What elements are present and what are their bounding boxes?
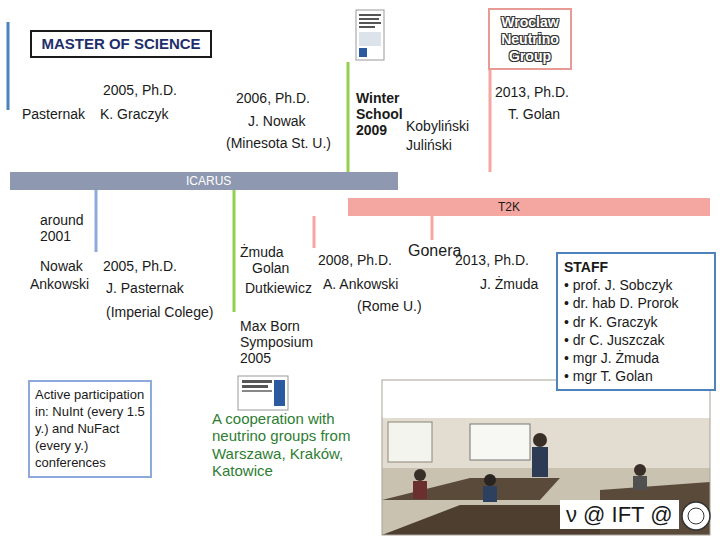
timeline-label: (Rome U.) [357,298,422,314]
timeline-label: Winter School 2009 [356,90,414,138]
timeline-label: Dutkiewicz [245,280,312,296]
timeline-label: Juliński [406,137,452,153]
timeline-label: J. Pasternak [106,280,184,296]
timeline-label: Gonera [408,242,461,260]
box-text: Active participation in: NuInt (every 1.… [35,387,145,471]
seminar-photo [382,380,710,535]
box-text: ICARUS [186,172,398,190]
box-text: T2K [498,198,710,216]
timeline-label: A. Ankowski [323,276,398,292]
timeline-label: 2013, Ph.D. [455,252,529,268]
staff-box: STAFF• prof. J. Sobczyk• dr. hab D. Pror… [556,252,716,391]
timeline-label: 2008, Ph.D. [318,252,392,268]
box-text: • mgr J. Żmuda [564,349,708,367]
timeline-label: Max Born Symposium 2005 [240,318,336,366]
box-text: • mgr T. Golan [564,367,708,385]
timeline-label: Ankowski [30,276,89,292]
timeline-label: Golan [252,260,289,276]
box-text: Wroclaw Neutrino Group [493,14,567,64]
box-text: MASTER OF SCIENCE [36,32,206,56]
university-logo [682,502,710,530]
book-cover [356,10,384,60]
timeline-ticks [8,22,490,312]
experiment-band: ICARUS [10,172,398,190]
note-box: Active participation in: NuInt (every 1.… [28,380,152,478]
timeline-label: T. Golan [508,106,560,122]
timeline-label: 2006, Ph.D. [236,90,310,106]
timeline-label: (Minesota St. U.) [226,135,331,151]
box-text: • prof. J. Sobczyk [564,276,708,294]
group-title-box: Wroclaw Neutrino Group [488,8,572,70]
box-text: • dr. hab D. Prorok [564,294,708,312]
box-text: • dr C. Juszczak [564,331,708,349]
timeline-label: 2005, Ph.D. [103,258,177,274]
timeline-label: Żmuda [240,244,284,260]
book-cover [238,376,288,410]
experiment-band: T2K [348,198,710,216]
timeline-label: K. Graczyk [100,106,168,122]
box-text: • dr K. Graczyk [564,313,708,331]
timeline-label: J. Nowak [248,113,306,129]
timeline-label: Pasternak [22,106,85,122]
timeline-label: (Imperial Colege) [106,304,213,320]
footer-mark: ν @ IFT @ [560,500,679,529]
timeline-label: 2013, Ph.D. [495,84,569,100]
box-heading: STAFF [564,258,708,276]
timeline-label: Kobyliński [406,118,469,134]
timeline-label: Nowak [40,258,83,274]
timeline-label: J. Żmuda [480,276,538,292]
timeline-label: around 2001 [40,212,96,244]
degree-box: MASTER OF SCIENCE [30,30,212,58]
timeline-label: 2005, Ph.D. [103,82,177,98]
note-text: A cooperation with neutrino groups from … [212,410,390,479]
